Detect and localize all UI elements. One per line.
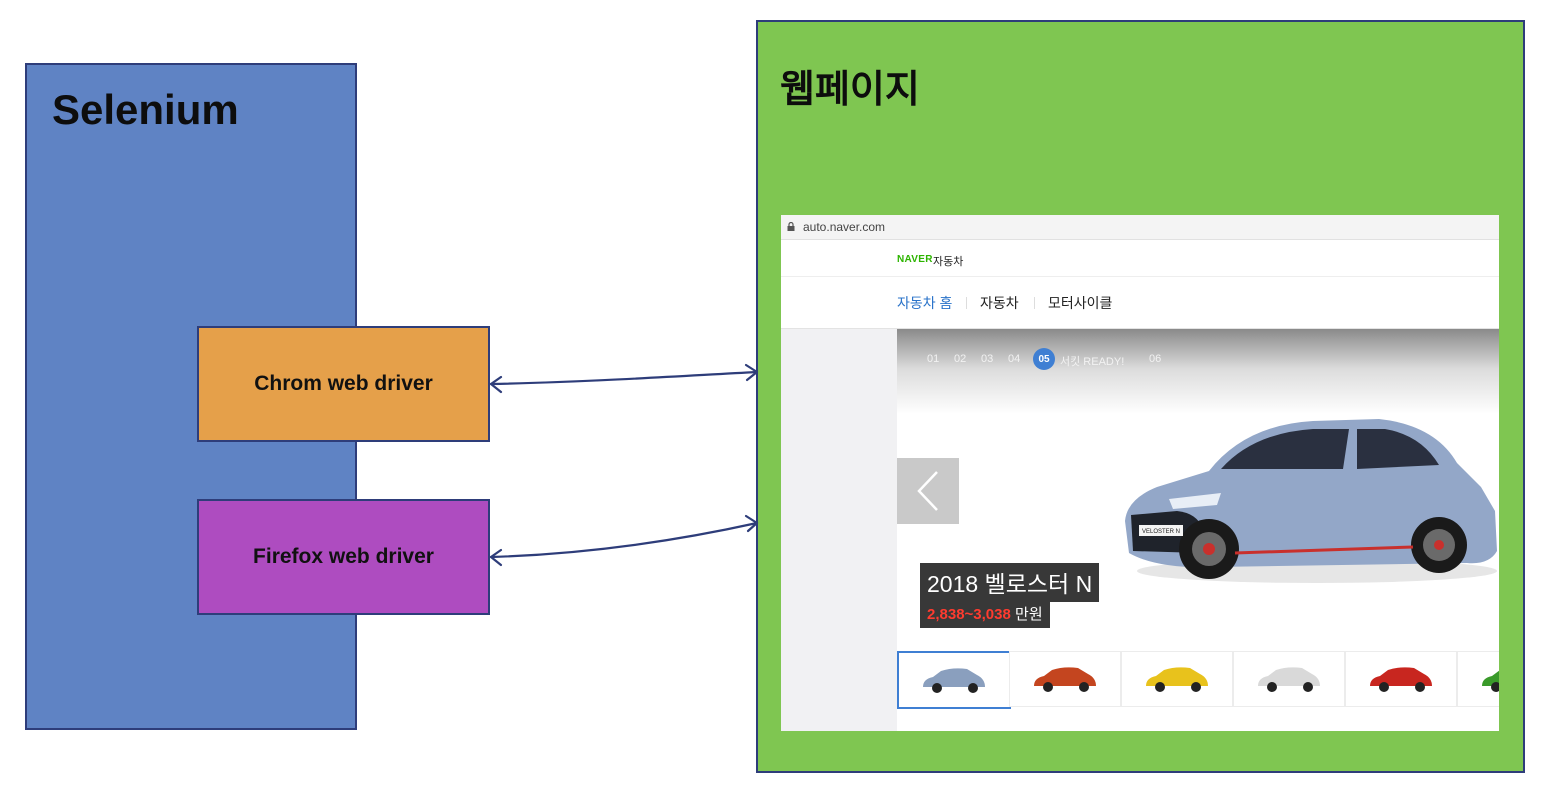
nav-motorcycle[interactable]: 모터사이클: [1048, 295, 1113, 311]
nav-divider: [781, 328, 1499, 329]
selenium-title: Selenium: [52, 86, 239, 133]
price-tag: 2,838~3,038 만원: [920, 600, 1050, 628]
firefox-driver-label: Firefox web driver: [253, 545, 434, 568]
slide-caption: 서킷 READY!: [1060, 356, 1125, 368]
slide-indicator-06[interactable]: 06: [1149, 353, 1162, 365]
chevron-left-icon: [917, 471, 938, 511]
left-gutter: [781, 329, 897, 731]
nav-separator: [966, 297, 967, 309]
header-divider: [781, 276, 1499, 277]
car-badge: VELOSTER N: [1142, 529, 1180, 535]
naver-logo[interactable]: NAVER: [897, 254, 933, 265]
car-thumbnail-image: [1258, 667, 1320, 692]
slide-indicator-01[interactable]: 01: [927, 353, 940, 365]
slide-indicator-04[interactable]: 04: [1008, 353, 1021, 365]
car-thumbnail-image: [1146, 667, 1208, 692]
nav-car-home[interactable]: 자동차 홈: [897, 295, 953, 311]
slide-indicator-03[interactable]: 03: [981, 353, 994, 365]
car-thumbnail[interactable]: [1457, 651, 1499, 707]
nav-car[interactable]: 자동차: [980, 295, 1019, 311]
firefox-driver-box: Firefox web driver: [197, 499, 490, 615]
car-thumbnail-image: [923, 668, 985, 693]
chrome-driver-box: Chrom web driver: [197, 326, 490, 442]
browser-screenshot: auto.naver.com NAVER 자동차 자동차 홈 자동차 모터사이클…: [781, 215, 1499, 731]
car-thumbnail-image: [1482, 670, 1499, 692]
car-thumbnail[interactable]: [1009, 651, 1121, 707]
naver-category-label: 자동차: [933, 256, 964, 268]
prev-slide-button[interactable]: [897, 458, 959, 524]
arrowhead-left: [489, 375, 503, 394]
price-unit: 만원: [1015, 606, 1043, 623]
url-bar: auto.naver.com: [781, 215, 1499, 240]
car-thumbnail[interactable]: [1233, 651, 1345, 707]
webpage-title: 웹페이지: [780, 69, 920, 111]
arrowhead-left: [489, 548, 503, 567]
thumbnail-strip: [897, 651, 1499, 709]
car-thumbnail-image: [1034, 667, 1096, 692]
model-title: 2018 벨로스터 N: [920, 563, 1100, 602]
chrome-connection-arrow: [489, 370, 759, 386]
chrome-driver-label: Chrom web driver: [254, 372, 433, 395]
url-text: auto.naver.com: [803, 220, 886, 234]
firefox-connection-arrow: [489, 521, 759, 559]
car-thumbnail[interactable]: [1345, 651, 1457, 707]
lock-icon: [787, 222, 795, 231]
car-thumbnail[interactable]: [1121, 651, 1233, 707]
car-thumbnail[interactable]: [897, 651, 1011, 709]
price-value: 2,838~3,038: [927, 606, 1011, 623]
nav-separator: [1034, 297, 1035, 309]
car-thumbnail-image: [1370, 667, 1432, 692]
car-image: VELOSTER N: [1125, 419, 1497, 583]
slide-indicator-active[interactable]: 05: [1033, 348, 1055, 370]
slide-indicator-02[interactable]: 02: [954, 353, 967, 365]
